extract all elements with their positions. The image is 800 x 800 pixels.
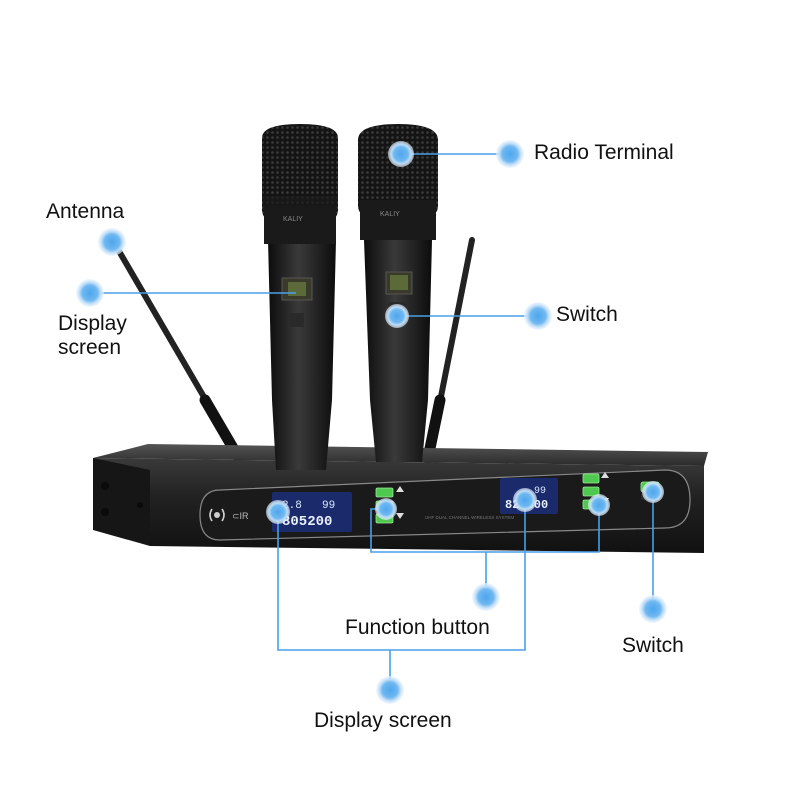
label-display-screen-bottom: Display screen bbox=[314, 709, 452, 732]
microphone-right: KALIY bbox=[358, 124, 438, 462]
label-antenna: Antenna bbox=[46, 200, 125, 223]
microphone-left: KALIY bbox=[262, 124, 338, 470]
lcd-a-row1b: 99 bbox=[322, 500, 335, 512]
label-radio-terminal: Radio Terminal bbox=[534, 141, 674, 164]
radio-terminal-callout-dot bbox=[496, 140, 524, 168]
svg-text:KALIY: KALIY bbox=[283, 216, 303, 223]
antenna-left bbox=[113, 243, 246, 466]
antenna-right bbox=[422, 237, 475, 464]
display-b-dot bbox=[513, 488, 537, 512]
label-switch-receiver: Switch bbox=[622, 634, 684, 657]
switch-mic-callout-dot bbox=[524, 302, 552, 330]
lcd-b-row1: 99 bbox=[534, 486, 546, 497]
switch-receiver-callout-dot bbox=[639, 595, 667, 623]
callout-dots bbox=[76, 140, 667, 704]
svg-text:⊂IR: ⊂IR bbox=[232, 511, 249, 521]
display-a-dot bbox=[266, 500, 290, 524]
switch-mic-dot bbox=[385, 304, 409, 328]
label-display-screen-top-line1: Display bbox=[58, 312, 127, 335]
display-screen-top-callout-dot bbox=[76, 279, 104, 307]
lcd-a-row2: 805200 bbox=[282, 514, 332, 530]
label-display-screen-top: Display screen bbox=[58, 312, 127, 360]
function-b-dot bbox=[588, 494, 610, 516]
svg-text:KALIY: KALIY bbox=[380, 211, 400, 218]
function-button-callout-dot bbox=[472, 583, 500, 611]
antenna-callout-dot bbox=[98, 228, 126, 256]
function-a-dot bbox=[375, 498, 397, 520]
label-display-screen-top-line2: screen bbox=[58, 336, 122, 359]
radio-terminal-mic-dot bbox=[388, 141, 414, 167]
display-screen-bottom-callout-dot bbox=[376, 676, 404, 704]
label-function-button: Function button bbox=[345, 616, 490, 639]
wireless-logo-icon: ⊂IR bbox=[209, 508, 249, 522]
panel-model-text: UHF DUAL CHANNEL WIRELESS SYSTEM bbox=[425, 515, 514, 520]
switch-receiver-dot bbox=[642, 481, 664, 503]
label-switch-mic: Switch bbox=[556, 303, 618, 326]
